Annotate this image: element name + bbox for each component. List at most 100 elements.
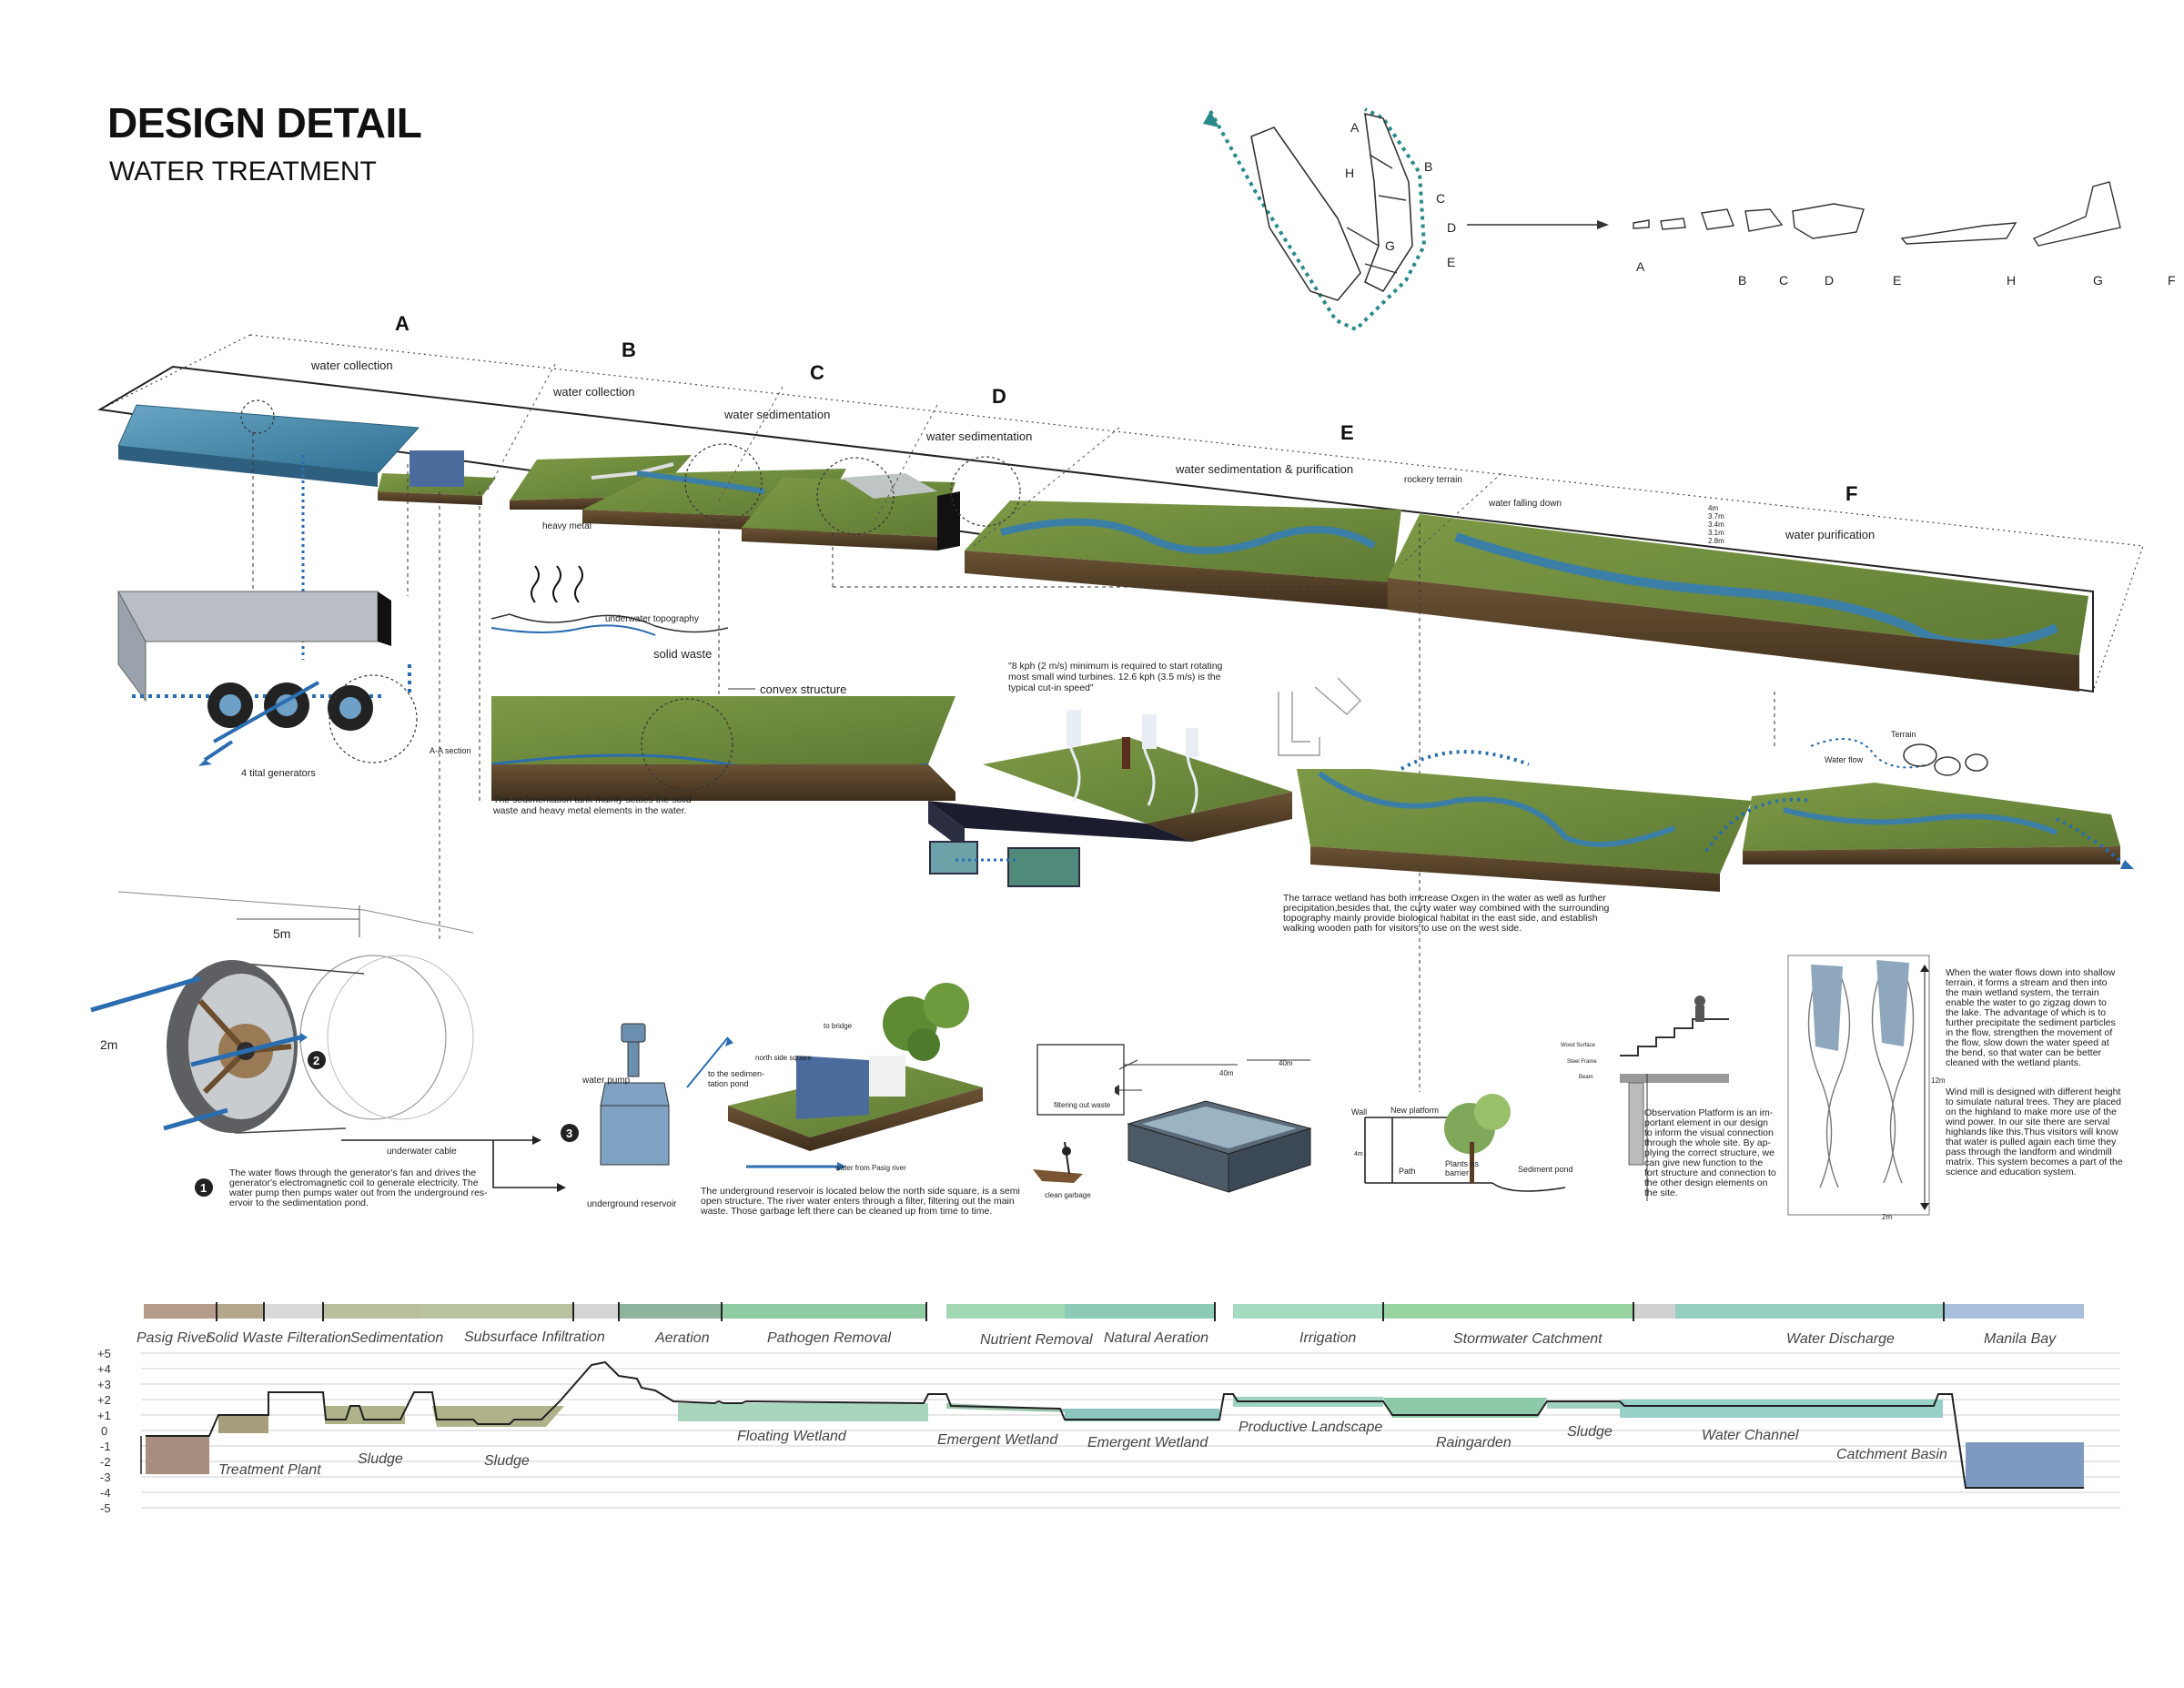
seq-label-h: H bbox=[2007, 273, 2016, 288]
steel-frame-label: Steel Frame bbox=[1567, 1059, 1597, 1065]
seq-label-b: B bbox=[1738, 273, 1746, 288]
section-letter-a: A bbox=[395, 312, 410, 335]
generators-label: 4 tital generators bbox=[241, 768, 316, 779]
terrace-note-line: The tarrace wetland has both imcrease Ox… bbox=[1283, 893, 1606, 904]
stage-label: Pasig River bbox=[136, 1330, 211, 1346]
obs-note-line: can give new function to the bbox=[1644, 1157, 1763, 1168]
sed-note-line: waste and heavy metal elements in the wa… bbox=[492, 805, 686, 816]
profile-feature-label: Water Channel bbox=[1702, 1428, 1799, 1443]
stage-label: Aeration bbox=[654, 1330, 710, 1346]
stage-label: Pathogen Removal bbox=[767, 1330, 892, 1346]
to-bridge-label: to bridge bbox=[824, 1022, 853, 1030]
emergent-wetland-2 bbox=[1065, 1409, 1219, 1421]
terrace-wetland: The tarrace wetland has both imcrease Ox… bbox=[1282, 750, 1752, 934]
profile-feature-label: Emergent Wetland bbox=[1087, 1435, 1208, 1450]
reservoir-note-line: waste. Those garbage left there can be c… bbox=[700, 1206, 992, 1217]
seq-label-a: A bbox=[1636, 259, 1645, 274]
clean-garbage-label: clean garbage bbox=[1045, 1191, 1091, 1199]
section-letter-c: C bbox=[810, 361, 824, 384]
to-sed-pond-line: to the sedimen- bbox=[708, 1069, 764, 1078]
svg-text:2: 2 bbox=[313, 1054, 319, 1067]
flow-note-line: terrain, it forms a stream and then into bbox=[1946, 977, 2108, 988]
section-caption-b: water collection bbox=[552, 385, 635, 399]
flow-note-line: further precipitate the sediment particl… bbox=[1946, 1017, 2116, 1028]
terrain-label: Terrain bbox=[1891, 730, 1916, 739]
dim-2m: 2m bbox=[100, 1037, 117, 1052]
level-tick: +2 bbox=[97, 1393, 111, 1407]
to-sed-pond-line: tation pond bbox=[708, 1079, 749, 1088]
level-tick: -1 bbox=[100, 1440, 111, 1453]
wood-surface-label: Wood Surface bbox=[1561, 1043, 1596, 1048]
key-label-d: D bbox=[1447, 220, 1456, 235]
generator-note-line: generator's electromagnetic coil to gene… bbox=[229, 1178, 479, 1188]
stage-label: Water Discharge bbox=[1786, 1331, 1895, 1347]
sludge-pond-water bbox=[325, 1406, 405, 1424]
section-caption-a: water collection bbox=[310, 359, 393, 372]
stage-label: Nutrient Removal bbox=[980, 1332, 1093, 1348]
reservoir-note-line: The underground reservoir is located bel… bbox=[701, 1186, 1020, 1197]
stage-label: Solid Waste Filteration bbox=[206, 1330, 351, 1346]
obs-note-line: through the whole site. By ap- bbox=[1644, 1137, 1771, 1148]
profile-feature-label: Sludge bbox=[1567, 1424, 1613, 1440]
section-letter-e: E bbox=[1340, 421, 1354, 444]
filtering-out-waste-label: filtering out waste bbox=[1054, 1101, 1111, 1109]
wall-platform-section: Wall New platform Path 4m Plants as barr… bbox=[1351, 1094, 1573, 1192]
section-caption-f: water purification bbox=[1785, 528, 1875, 541]
stage-bar-segment bbox=[573, 1304, 619, 1319]
ground-profile-line bbox=[146, 1360, 2084, 1489]
stage-bar-segment bbox=[1233, 1304, 1383, 1319]
seq-label-d: D bbox=[1825, 273, 1834, 288]
sludge-basin-water bbox=[1547, 1401, 1620, 1409]
wind-mill-note-line: matrix. This system becomes a part of th… bbox=[1946, 1157, 2123, 1167]
underwater-topography-label: underwater topography bbox=[605, 614, 699, 624]
obs-note-line: Observation Platform is an im- bbox=[1644, 1107, 1774, 1118]
observation-platform: Wood Surface Steel Frame Beam Observatio… bbox=[1561, 996, 1776, 1201]
raingarden-water bbox=[1383, 1398, 1547, 1418]
terrace-note-line: walking wooden path for visitors to use … bbox=[1282, 923, 1522, 934]
sediment-pond-label: Sediment pond bbox=[1518, 1165, 1573, 1174]
key-label-a: A bbox=[1350, 120, 1360, 135]
profile-feature-label: Sludge bbox=[484, 1453, 530, 1469]
stage-bar-segment bbox=[1675, 1304, 1944, 1319]
stage-bar-segment bbox=[1383, 1304, 1633, 1319]
level-tick: -4 bbox=[100, 1486, 111, 1500]
height-label: 4m bbox=[1708, 504, 1718, 512]
floating-wetland-water bbox=[678, 1403, 928, 1421]
wind-mill-note-line: science and education system. bbox=[1946, 1167, 2077, 1178]
stage-bar-segment bbox=[144, 1304, 217, 1319]
water-flow-label: Water flow bbox=[1825, 755, 1864, 764]
rockery-terrain-label: rockery terrain bbox=[1404, 475, 1462, 485]
stage-bar-segment bbox=[420, 1304, 573, 1319]
profile-feature-label: Sludge bbox=[358, 1451, 403, 1467]
path-label: Path bbox=[1399, 1167, 1416, 1176]
water-pump-label: water pump bbox=[581, 1076, 631, 1086]
manila-bay-water bbox=[1966, 1442, 2084, 1488]
flow-note-line: When the water flows down into shallow bbox=[1946, 967, 2116, 978]
generator-detail: 5m 2m 2 1 underwater ca bbox=[90, 891, 566, 1208]
key-label-h: H bbox=[1345, 166, 1354, 180]
svg-text:3: 3 bbox=[566, 1127, 572, 1140]
stage-bar-segment bbox=[619, 1304, 722, 1319]
obs-note-line: plying the correct structure, we bbox=[1644, 1147, 1774, 1158]
flow-note-line: the lake. The advantage of which is to bbox=[1946, 1007, 2106, 1018]
level-tick: -2 bbox=[100, 1455, 111, 1469]
wind-turbine-block: "8 kph (2 m/s) minimum is required to st… bbox=[928, 661, 1361, 887]
beam-label: Beam bbox=[1579, 1075, 1593, 1080]
height-label: 3.7m bbox=[1708, 512, 1724, 521]
level-tick: +4 bbox=[97, 1362, 111, 1376]
stage-bar-segment bbox=[217, 1304, 264, 1319]
dim-12m: 12m bbox=[1931, 1076, 1946, 1085]
height-label: 2.8m bbox=[1708, 537, 1724, 545]
profile-feature-label: Emergent Wetland bbox=[937, 1432, 1058, 1448]
dim-4m: 4m bbox=[1354, 1151, 1363, 1157]
generator-note-line: The water flows through the generator's … bbox=[229, 1167, 476, 1178]
new-platform-label: New platform bbox=[1390, 1106, 1439, 1115]
profile-feature-label: Raingarden bbox=[1436, 1435, 1512, 1450]
wind-mill-note-line: Wind mill is designed with different hei… bbox=[1946, 1087, 2120, 1097]
stage-label: Manila Bay bbox=[1984, 1331, 2057, 1347]
stage-label: Sedimentation bbox=[350, 1330, 443, 1346]
north-side-square: north side square to bridge water from P… bbox=[700, 983, 1020, 1217]
convex-structure-label: convex structure bbox=[760, 682, 846, 696]
dim-2m-b: 2m bbox=[1882, 1213, 1892, 1221]
